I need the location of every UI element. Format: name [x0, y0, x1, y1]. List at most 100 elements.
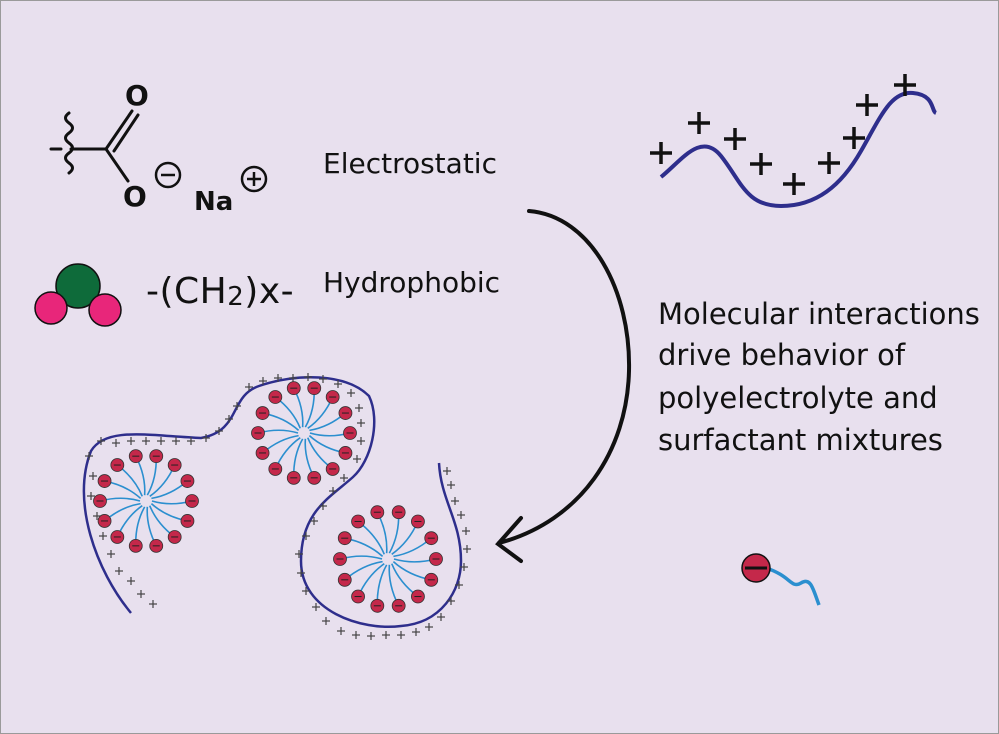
plus-charge-icon	[783, 173, 805, 195]
methylene-prefix: -(CH	[146, 271, 228, 312]
plus-charge-icon	[357, 437, 365, 445]
surfactant-headgroup	[97, 514, 112, 528]
plus-charge-icon	[352, 631, 360, 639]
methylene-suffix: )x-	[244, 271, 295, 312]
surfactant-headgroup	[351, 514, 365, 529]
plus-charge-icon	[245, 383, 253, 391]
plus-charge-icon	[724, 128, 746, 150]
surfactant-headgroup	[411, 514, 425, 529]
plus-charge-icon	[304, 373, 312, 381]
hydrophobic-label: Hydrophobic	[323, 266, 501, 299]
micelle	[251, 381, 357, 485]
surfactant-headgroup	[180, 474, 195, 488]
surfactant-tail	[765, 566, 821, 606]
surfactant-headgroup	[128, 538, 143, 553]
plus-charge-icon	[289, 374, 297, 382]
micelle	[93, 449, 199, 553]
plus-charge-icon	[172, 437, 180, 445]
plus-charge-icon	[347, 389, 355, 397]
plus-charge-icon	[447, 481, 455, 489]
surfactant-headgroup	[338, 446, 353, 460]
surfactant-headgroup	[351, 589, 365, 604]
surfactant-headgroup	[149, 449, 164, 464]
plus-charge-icon	[443, 467, 451, 475]
surfactant-headgroup	[391, 598, 406, 613]
plus-charge-icon	[463, 545, 471, 553]
plus-charge-icon	[187, 437, 195, 445]
plus-charge-icon	[149, 600, 157, 608]
surfactant-headgroup	[307, 381, 322, 396]
surfactant-headgroup	[149, 538, 164, 553]
plus-charge-icon	[115, 567, 123, 575]
carboxylate-structure	[49, 109, 140, 183]
plus-charge-icon	[337, 627, 345, 635]
plus-charge-icon	[462, 527, 470, 535]
plus-charge-icon	[353, 455, 361, 463]
sodium-atom-label: Na	[194, 187, 234, 217]
surfactant-headgroup	[325, 462, 340, 476]
surfactant-headgroup	[286, 470, 301, 485]
polyelectrolyte-chain	[650, 74, 938, 209]
surfactant-headgroup	[110, 458, 125, 472]
minus-charge-icon	[154, 161, 182, 189]
plus-charge-icon	[127, 437, 135, 445]
surfactant-headgroup	[424, 572, 439, 587]
micelle	[333, 505, 443, 613]
plus-charge-icon	[322, 617, 330, 625]
plus-charge-icon	[437, 613, 445, 621]
caption-line: Molecular interactions	[658, 297, 980, 331]
plus-charge-icon	[99, 532, 107, 540]
arrow-shaft	[497, 209, 632, 545]
surfactant-headgroup	[286, 381, 301, 396]
plus-charge-icon	[460, 563, 468, 571]
surfactant-headgroup	[337, 572, 352, 587]
single-bond-oxygen	[104, 147, 130, 183]
plus-charge-icon	[225, 415, 233, 423]
plus-charge-icon	[137, 590, 145, 598]
surfactant-headgroup	[337, 531, 352, 546]
surfactant-headgroup	[268, 390, 283, 404]
surfactant-headgroup	[93, 494, 107, 508]
plus-charge-icon	[355, 404, 363, 412]
plus-charge-icon	[89, 472, 97, 480]
surfactant-headgroup	[167, 530, 182, 544]
plus-charge-icon	[142, 437, 150, 445]
arrow-head	[495, 516, 523, 563]
surfactant-headgroup	[255, 446, 270, 460]
plus-charge-icon	[457, 511, 465, 519]
surfactant-headgroup	[97, 474, 112, 488]
plus-charge-icon	[750, 153, 772, 175]
plus-charge-icon	[319, 502, 327, 510]
plus-charge-icon	[856, 94, 878, 116]
plus-charge-icon	[259, 377, 267, 385]
plus-charge-icon	[367, 632, 375, 640]
plus-charge-icon	[894, 74, 916, 96]
plus-charge-icon	[233, 402, 241, 410]
surfactant-headgroup	[128, 449, 143, 464]
electrostatic-label: Electrostatic	[323, 147, 497, 180]
surfactant-headgroup	[325, 390, 340, 404]
methylene-chain-label: -(CH2)x-	[146, 271, 294, 312]
oxygen-atom-label: O	[125, 79, 149, 112]
polymer-envelope	[82, 375, 463, 628]
plus-charge-icon	[455, 581, 463, 589]
plus-charge-icon	[340, 474, 348, 482]
methylene-subscript: 2	[227, 282, 245, 312]
plus-charge-icon	[425, 623, 433, 631]
surfactant-headgroup	[110, 530, 125, 544]
hydrophobic-molecule-icon	[34, 263, 122, 327]
plus-charge-icon	[447, 597, 455, 605]
surfactant-headgroup	[167, 458, 182, 472]
plus-charge-icon	[240, 165, 268, 193]
surfactant-headgroup	[338, 406, 353, 420]
plus-charge-icon	[215, 427, 223, 435]
plus-charge-icon	[93, 512, 101, 520]
plus-charge-icon	[312, 603, 320, 611]
surfactant-headgroup	[429, 552, 443, 566]
surfactant-headgroup	[307, 470, 322, 485]
plus-charge-icon	[688, 112, 710, 134]
plus-charge-icon	[295, 550, 303, 558]
plus-charge-icon	[302, 532, 310, 540]
plus-charge-icon	[319, 375, 327, 383]
